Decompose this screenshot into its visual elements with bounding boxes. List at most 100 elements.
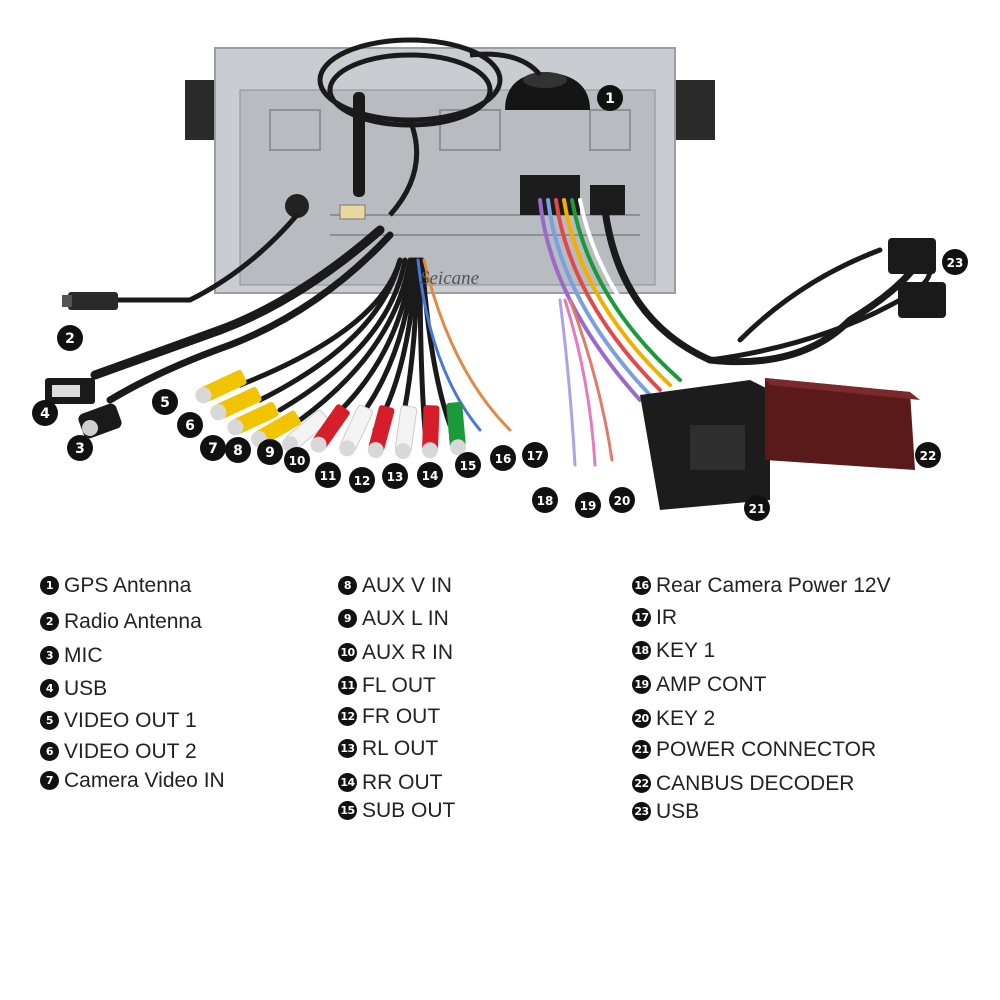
callout-number: 6: [185, 418, 195, 434]
callout-badge-22: 22: [915, 442, 941, 468]
legend-badge: 21: [632, 740, 651, 759]
legend-item: 21 POWER CONNECTOR: [632, 739, 876, 760]
gps-antenna-puck: [505, 72, 590, 110]
legend-badge: 10: [338, 643, 357, 662]
callout-circle: [152, 389, 178, 415]
legend-label: FR OUT: [362, 705, 441, 728]
legend-item: 3 MIC: [40, 645, 103, 666]
legend-label: FL OUT: [362, 674, 436, 697]
callout-badge-19: 19: [575, 492, 601, 518]
callout-circle: [490, 445, 516, 471]
callout-badge-13: 13: [382, 463, 408, 489]
legend-label: RR OUT: [362, 771, 443, 794]
legend-badge: 23: [632, 802, 651, 821]
legend-badge: 7: [40, 771, 59, 790]
legend-item: 19 AMP CONT: [632, 674, 766, 695]
callout-circle: [257, 439, 283, 465]
legend-item: 23 USB: [632, 801, 699, 822]
legend-badge: 5: [40, 711, 59, 730]
callout-number: 17: [527, 449, 544, 463]
callout-number: 19: [580, 499, 597, 513]
callout-circle: [455, 452, 481, 478]
legend-badge: 18: [632, 641, 651, 660]
legend-badge: 19: [632, 675, 651, 694]
callout-badge-2: 2: [57, 325, 83, 351]
legend-label: VIDEO OUT 1: [64, 709, 197, 732]
legend-badge: 12: [338, 707, 357, 726]
callout-circle: [349, 467, 375, 493]
callout-circle: [609, 487, 635, 513]
callout-circle: [57, 325, 83, 351]
callout-badge-8: 8: [225, 437, 251, 463]
legend-label: SUB OUT: [362, 799, 456, 822]
usb-connectors-right: [888, 238, 946, 318]
callout-number: 15: [460, 459, 477, 473]
callout-badge-21: 21: [744, 495, 770, 521]
callout-number: 10: [289, 454, 306, 468]
callout-circle: [284, 447, 310, 473]
callout-circle: [417, 462, 443, 488]
legend-label: GPS Antenna: [64, 574, 192, 597]
canbus-decoder-box: [765, 378, 920, 470]
legend-label: AMP CONT: [656, 673, 767, 696]
legend-label: RL OUT: [362, 737, 439, 760]
callout-badge-18: 18: [532, 487, 558, 513]
legend-label: AUX L IN: [362, 607, 449, 630]
legend-item: 9 AUX L IN: [338, 608, 449, 629]
legend-badge: 1: [40, 576, 59, 595]
legend-label: POWER CONNECTOR: [656, 738, 877, 761]
power-connector: [640, 380, 770, 510]
brand-watermark: Seicane: [420, 268, 479, 289]
legend-label: VIDEO OUT 2: [64, 740, 197, 763]
legend-label: USB: [64, 677, 108, 700]
legend-item: 5 VIDEO OUT 1: [40, 710, 197, 731]
legend-label: USB: [656, 800, 700, 823]
wifi-antenna: [353, 92, 365, 197]
callout-circle: [200, 435, 226, 461]
legend-badge: 13: [338, 739, 357, 758]
legend-item: 14 RR OUT: [338, 772, 443, 793]
radio-antenna-connector: [62, 292, 118, 310]
legend-label: KEY 1: [656, 639, 716, 662]
gps-cable: [317, 37, 542, 217]
head-unit: [185, 47, 715, 294]
callout-badge-23: 23: [942, 249, 968, 275]
callout-number: 16: [495, 452, 512, 466]
callout-badge-10: 10: [284, 447, 310, 473]
callout-badge-15: 15: [455, 452, 481, 478]
callout-number: 1: [605, 91, 615, 107]
callout-number: 18: [537, 494, 554, 508]
callout-number: 4: [40, 406, 50, 422]
legend-label: Rear Camera Power 12V: [656, 574, 891, 597]
callout-circle: [942, 249, 968, 275]
callout-circle: [315, 462, 341, 488]
callout-circle: [597, 85, 623, 111]
callout-number: 23: [947, 256, 964, 270]
legend-badge: 14: [338, 773, 357, 792]
legend-item: 1 GPS Antenna: [40, 575, 191, 596]
callout-badge-5: 5: [152, 389, 178, 415]
callout-circle: [382, 463, 408, 489]
callout-number: 8: [233, 443, 243, 459]
legend-badge: 9: [338, 609, 357, 628]
legend-label: AUX V IN: [362, 574, 452, 597]
callout-circle: [522, 442, 548, 468]
callout-number: 9: [265, 445, 275, 461]
callout-badge-4: 4: [32, 400, 58, 426]
legend-badge: 8: [338, 576, 357, 595]
legend-item: 8 AUX V IN: [338, 575, 452, 596]
legend-label: MIC: [64, 644, 103, 667]
legend-badge: 3: [40, 646, 59, 665]
callout-circle: [225, 437, 251, 463]
